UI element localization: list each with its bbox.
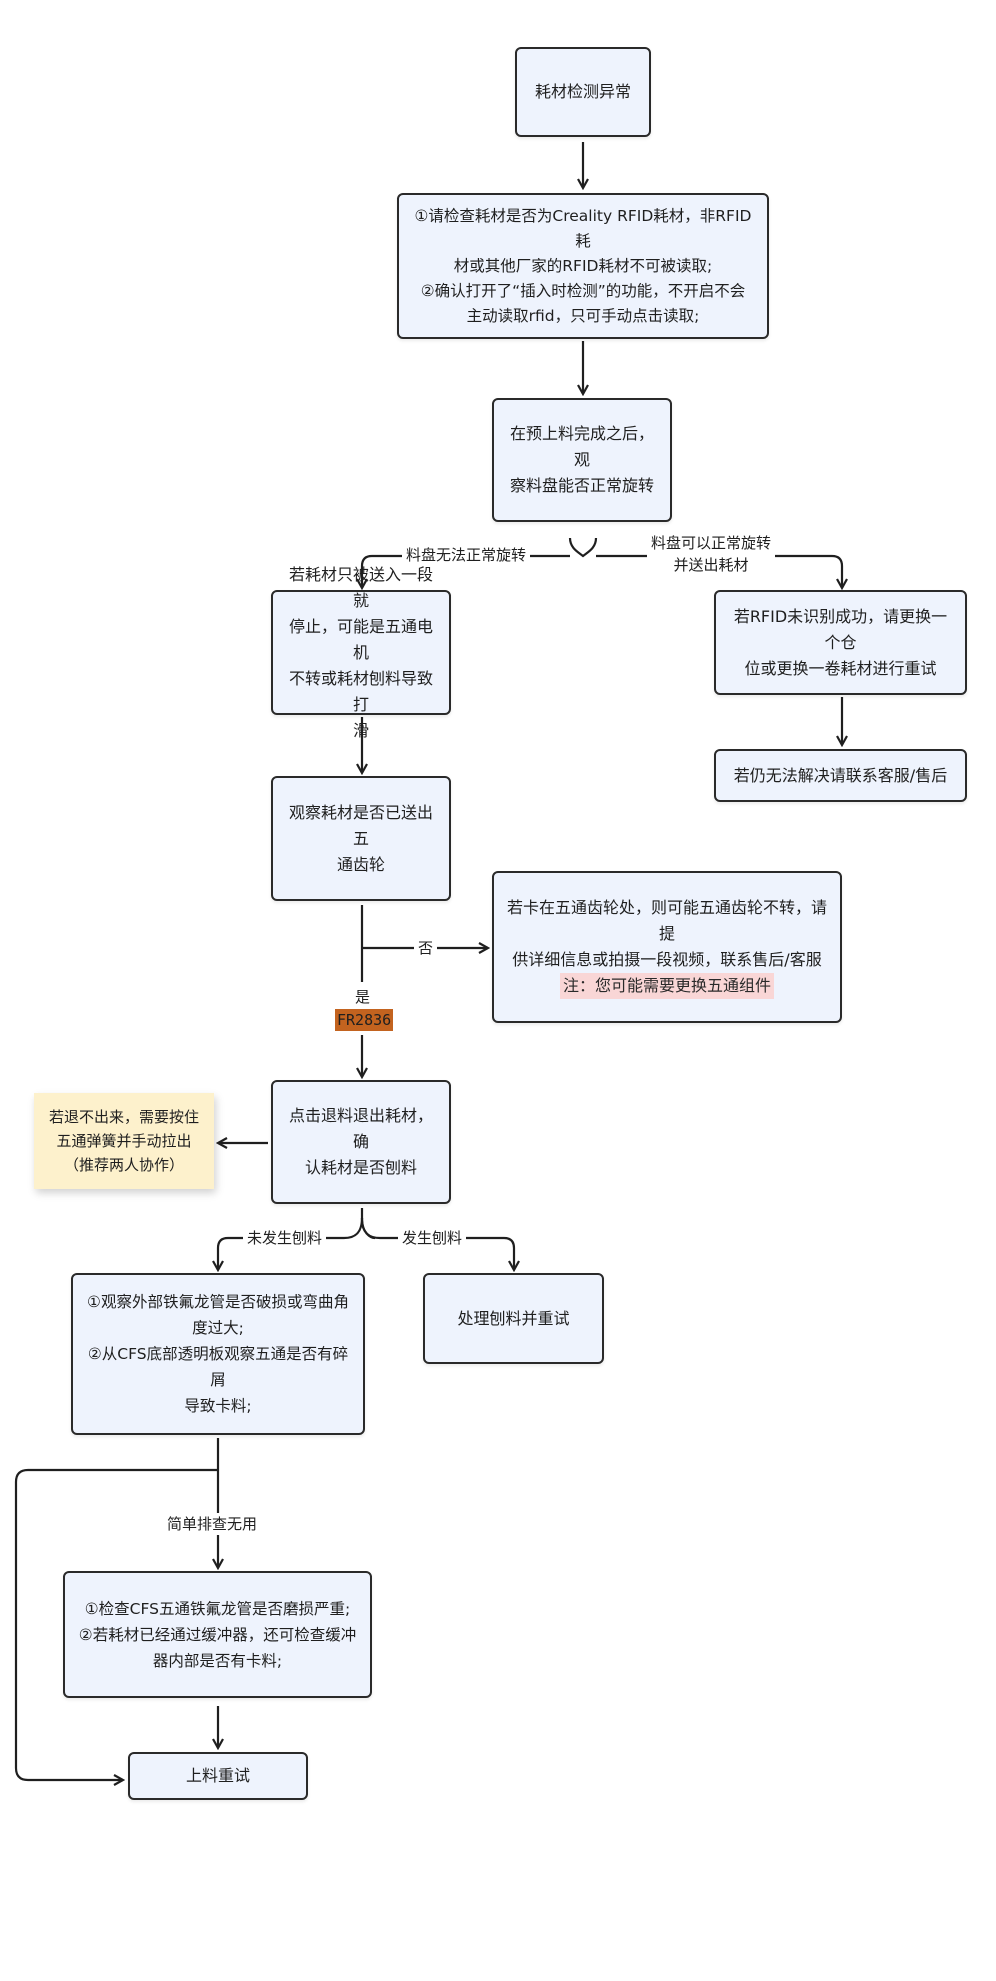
- sticky-line-3: （推荐两人协作）: [63, 1156, 184, 1174]
- node-rfid-fail: 若RFID未识别成功，请更换一个仓 位或更换一卷耗材进行重试: [714, 590, 967, 695]
- gear-stuck-line-2: 供详细信息或拍摄一段视频，联系售后/客服: [512, 950, 822, 969]
- edge-tube-retry: [14, 1468, 218, 1780]
- label-no: 否: [414, 937, 438, 959]
- check-wear-line-2: ②若耗材已经通过缓冲器，还可检查缓冲: [78, 1625, 357, 1644]
- node-observe-tube: ①观察外部铁氟龙管是否破损或弯曲角 度过大; ②从CFS底部透明板观察五通是否有…: [71, 1273, 365, 1435]
- node-gear-stuck: 若卡在五通齿轮处，则可能五通齿轮不转，请提 供详细信息或拍摄一段视频，联系售后/…: [492, 871, 842, 1023]
- gear-stuck-note: 注：您可能需要更换五通组件: [559, 973, 774, 999]
- check-rfid-line-3: ②确认打开了“插入时检测”的功能，不开启不会: [420, 281, 746, 300]
- check-wear-line-3: 器内部是否有卡料;: [152, 1651, 283, 1670]
- sticky-note-pull-out: 若退不出来，需要按住 五通弹簧并手动拉出 （推荐两人协作）: [34, 1093, 214, 1189]
- label-spool-rotate-line-2: 并送出耗材: [673, 556, 749, 574]
- check-rfid-line-2: 材或其他厂家的RFID耗材不可被读取;: [453, 256, 713, 275]
- node-check-wear: ①检查CFS五通铁氟龙管是否磨损严重; ②若耗材已经通过缓冲器，还可检查缓冲 器…: [63, 1571, 372, 1698]
- node-contact-support: 若仍无法解决请联系客服/售后: [714, 749, 967, 802]
- contact-support-text: 若仍无法解决请联系客服/售后: [733, 765, 948, 785]
- observe-tube-line-3: ②从CFS底部透明板观察五通是否有碎屑: [87, 1345, 349, 1389]
- node-retry: 上料重试: [128, 1752, 308, 1800]
- edge-split-right: [360, 1217, 514, 1270]
- rfid-fail-line-1: 若RFID未识别成功，请更换一个仓: [733, 606, 948, 652]
- node-observe-gear: 观察耗材是否已送出五 通齿轮: [271, 776, 451, 901]
- label-code-tag: FR2836: [335, 1009, 394, 1031]
- retract-line-1: 点击退料退出耗材，确: [288, 1106, 433, 1151]
- node-feed-stop: 若耗材只被送入一段就 停止，可能是五通电机 不转或耗材刨料导致打 滑: [271, 565, 451, 740]
- node-retract: 点击退料退出耗材，确 认耗材是否刨料: [271, 1080, 451, 1204]
- retract-line-2: 认耗材是否刨料: [304, 1158, 417, 1177]
- observe-gear-line-2: 通齿轮: [336, 854, 385, 874]
- node-filament-error-text: 耗材检测异常: [534, 82, 631, 101]
- edge-spool-left: [362, 554, 570, 588]
- label-yes: 是: [351, 986, 375, 1008]
- observe-gear-line-1: 观察耗材是否已送出五: [288, 802, 433, 848]
- label-spool-rotate: 料盘可以正常旋转 并送出耗材: [647, 532, 776, 576]
- edge-split-left: [218, 1217, 364, 1270]
- observe-tube-line-2: 度过大;: [192, 1319, 244, 1337]
- label-not-ground: 未发生刨料: [243, 1227, 327, 1249]
- observe-spool-line-2: 察料盘能否正常旋转: [509, 476, 654, 495]
- edge-retract-split: [360, 1208, 376, 1240]
- label-simple-check-fail: 简单排查无用: [163, 1513, 262, 1535]
- check-wear-line-1: ①检查CFS五通铁氟龙管是否磨损严重;: [84, 1599, 351, 1618]
- check-rfid-line-1: ①请检查耗材是否为Creality RFID耗材，非RFID耗: [414, 206, 752, 250]
- handle-grind-text: 处理刨料并重试: [457, 1308, 570, 1328]
- retry-text: 上料重试: [185, 1766, 250, 1785]
- feed-stop-line-3: 不转或耗材刨料导致打: [288, 668, 433, 714]
- edge-spool-right: [596, 554, 842, 588]
- label-spool-not-rotate: 料盘无法正常旋转: [402, 544, 531, 566]
- feed-stop-line-2: 停止，可能是五通电机: [288, 616, 433, 662]
- sticky-line-2: 五通弹簧并手动拉出: [56, 1132, 192, 1150]
- node-filament-error: 耗材检测异常: [515, 47, 651, 137]
- label-spool-rotate-line-1: 料盘可以正常旋转: [651, 534, 772, 552]
- observe-tube-line-4: 导致卡料;: [184, 1397, 252, 1415]
- check-rfid-line-4: 主动读取rfid，只可手动点击读取;: [466, 306, 700, 325]
- observe-tube-line-1: ①观察外部铁氟龙管是否破损或弯曲角: [87, 1293, 349, 1311]
- feed-stop-line-4: 滑: [352, 720, 369, 740]
- node-check-rfid: ①请检查耗材是否为Creality RFID耗材，非RFID耗 材或其他厂家的R…: [397, 193, 769, 339]
- rfid-fail-line-2: 位或更换一卷耗材进行重试: [744, 658, 937, 678]
- edge-spool-split: [568, 537, 598, 558]
- sticky-line-1: 若退不出来，需要按住: [48, 1108, 199, 1126]
- gear-stuck-line-1: 若卡在五通齿轮处，则可能五通齿轮不转，请提: [506, 898, 827, 943]
- feed-stop-line-1: 若耗材只被送入一段就: [288, 564, 433, 610]
- node-observe-spool: 在预上料完成之后，观 察料盘能否正常旋转: [492, 398, 672, 522]
- node-handle-grind: 处理刨料并重试: [423, 1273, 604, 1364]
- observe-spool-line-1: 在预上料完成之后，观: [509, 424, 654, 469]
- label-ground: 发生刨料: [398, 1227, 467, 1249]
